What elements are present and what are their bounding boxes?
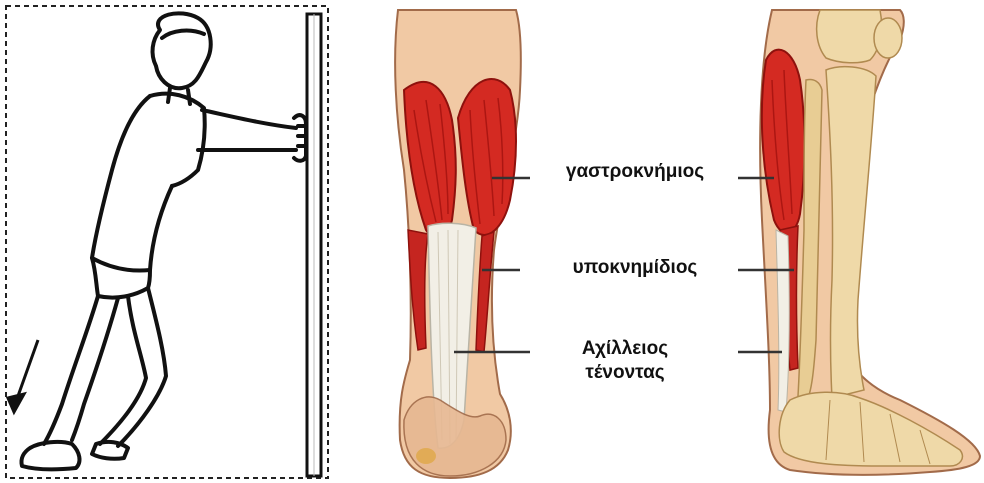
label-achilles-tendon: Αχίλλειος τένοντας [560,337,690,385]
leg-side-view [760,10,980,475]
label-achilles-line1: Αχίλλειος [560,337,690,361]
calf-back-view [395,10,521,478]
label-gastrocnemius: γαστροκνήμιος [540,160,730,184]
wall-icon [307,14,321,476]
label-achilles-line2: τένοντας [560,361,690,385]
dashed-frame [6,6,328,478]
stretch-panel [6,6,328,478]
tibia-bone [826,67,876,398]
label-soleus: υποκνημίδιος [540,256,730,280]
